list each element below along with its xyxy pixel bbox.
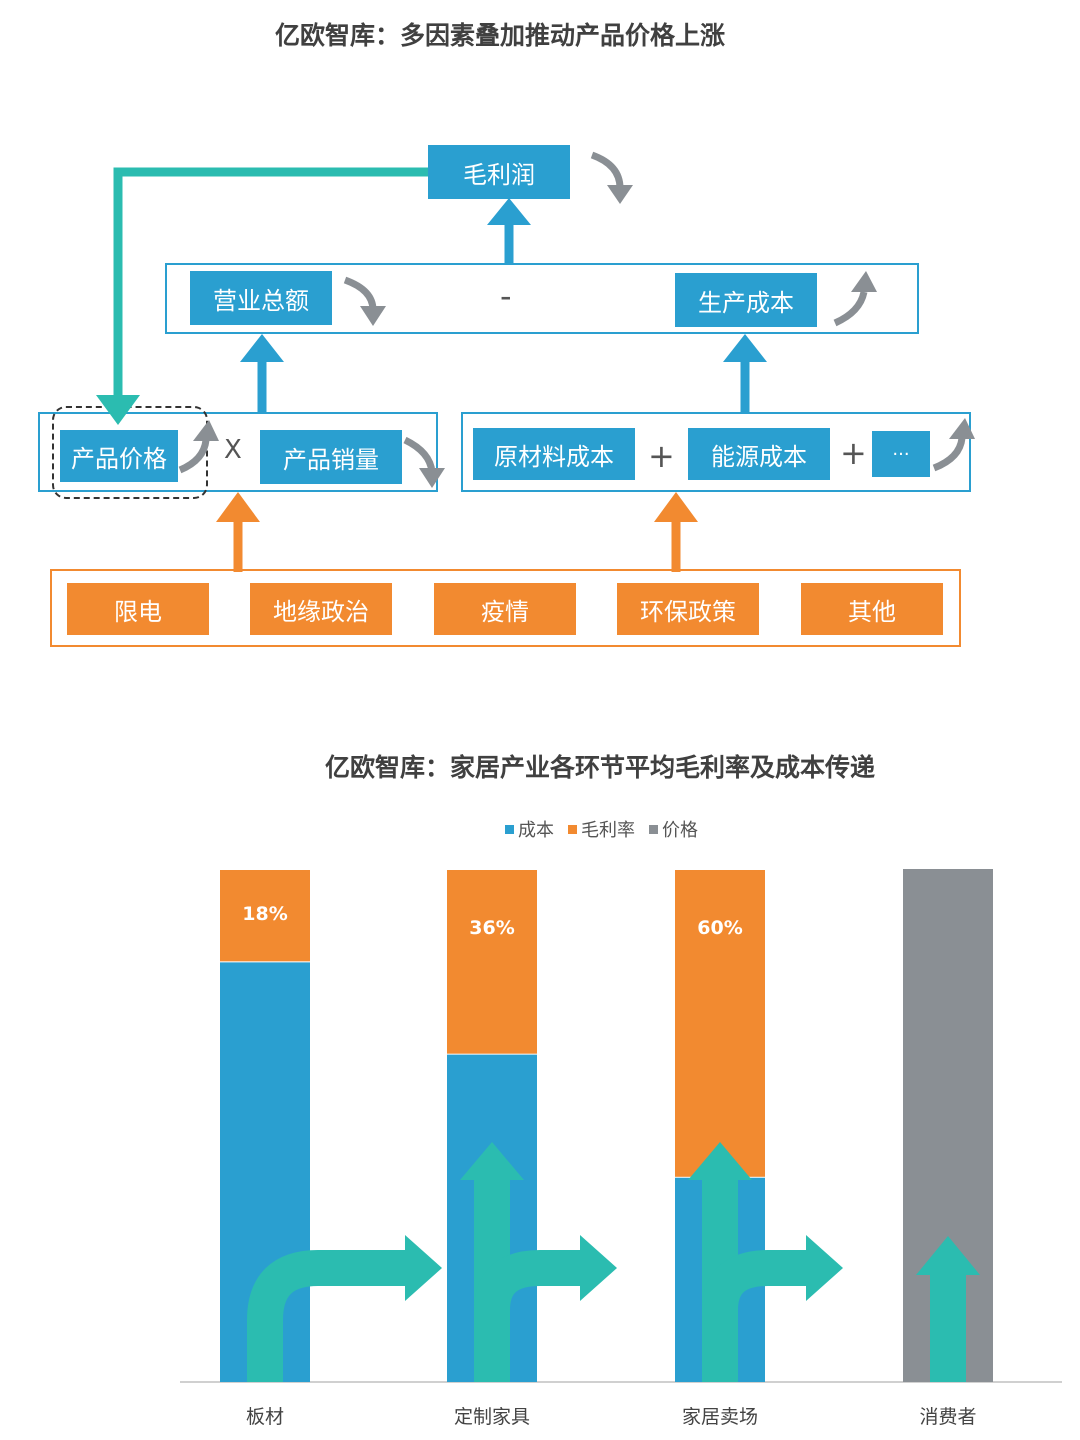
flow-arrow-board [247,1250,412,1382]
revenue-cost-frame [165,263,919,334]
orange-up-arrow-left [216,492,260,572]
product-volume-box: 产品销量 [260,430,402,484]
chart-title: 亿欧智库：家居产业各环节平均毛利率及成本传递 [325,753,876,782]
gray-down-arrow-revenue [343,276,386,326]
gray-up-arrow-price [178,420,219,474]
category-label-定制家具: 定制家具 [453,1406,530,1428]
bar-定制家具-毛利率 [447,869,537,1054]
energy-cost-box: 能源成本 [688,428,830,480]
price-volume-frame [38,412,438,492]
legend-swatch-price [649,824,658,834]
orange-up-arrow-right [654,492,698,572]
revenue-box: 营业总额 [190,271,332,325]
flow-arrowhead-consumer-up [916,1236,980,1275]
legend-label-price: 价格 [662,820,698,841]
product-price-box: 产品价格 [60,430,178,482]
flow-arrowhead-mall-up [688,1142,752,1180]
category-label-板材: 板材 [245,1406,284,1428]
factor-environmental-policy: 环保政策 [617,583,759,635]
teal-feedback-arrow [113,167,428,412]
flow-arrow-mall-right [702,1250,810,1312]
factor-power-limit: 限电 [67,583,209,635]
teal-arrowhead [96,395,140,425]
bar-板材-毛利率 [220,869,310,962]
flow-arrowhead-custom-up [460,1142,524,1180]
plus-sign-1: + [648,437,675,475]
production-cost-box: 生产成本 [675,273,817,327]
category-label-家居卖场: 家居卖场 [681,1406,758,1428]
factor-other: 其他 [801,583,943,635]
diagram-title: 亿欧智库：多因素叠加推动产品价格上涨 [275,21,726,50]
plus-sign-2: + [840,434,867,472]
legend-item-margin: 毛利率 [568,816,635,842]
minus-sign: - [500,277,512,315]
legend-swatch-cost [505,824,514,834]
more-cost-box: ··· [872,431,930,477]
raw-material-cost-box: 原材料成本 [473,428,635,480]
blue-up-arrow-revenue [240,334,284,412]
gray-down-arrow-volume [403,436,445,488]
legend-label-margin: 毛利率 [581,820,635,841]
factor-pandemic: 疫情 [434,583,576,635]
gray-down-arrow-profit [590,151,633,204]
data-label-定制家具: 36% [469,917,515,939]
gross-profit-box: 毛利润 [428,145,570,199]
category-label-消费者: 消费者 [919,1406,977,1428]
bar-家居卖场-毛利率 [675,869,765,1177]
legend-item-cost: 成本 [505,816,554,842]
gray-up-arrow-more [932,418,975,472]
cost-components-frame [461,412,971,492]
blue-up-arrow-cost [723,334,767,412]
cost-transfer-arrows [247,1142,980,1382]
factors-frame [50,569,961,647]
data-label-家居卖场: 60% [697,917,743,939]
blue-up-arrow-profit [487,198,531,263]
factor-geopolitics: 地缘政治 [250,583,392,635]
legend-label-cost: 成本 [518,820,554,841]
gray-up-arrow-cost [833,271,877,327]
times-sign: X [224,435,242,465]
chart-legend: 成本 毛利率 价格 [505,816,698,842]
flow-arrow-custom-right [474,1250,585,1312]
flow-arrowhead-mall-right [806,1235,843,1301]
flow-arrowhead-board [405,1235,442,1301]
legend-item-price: 价格 [649,816,698,842]
flow-arrowhead-custom-right [580,1235,617,1301]
data-label-板材: 18% [242,903,288,926]
legend-swatch-margin [568,824,577,834]
